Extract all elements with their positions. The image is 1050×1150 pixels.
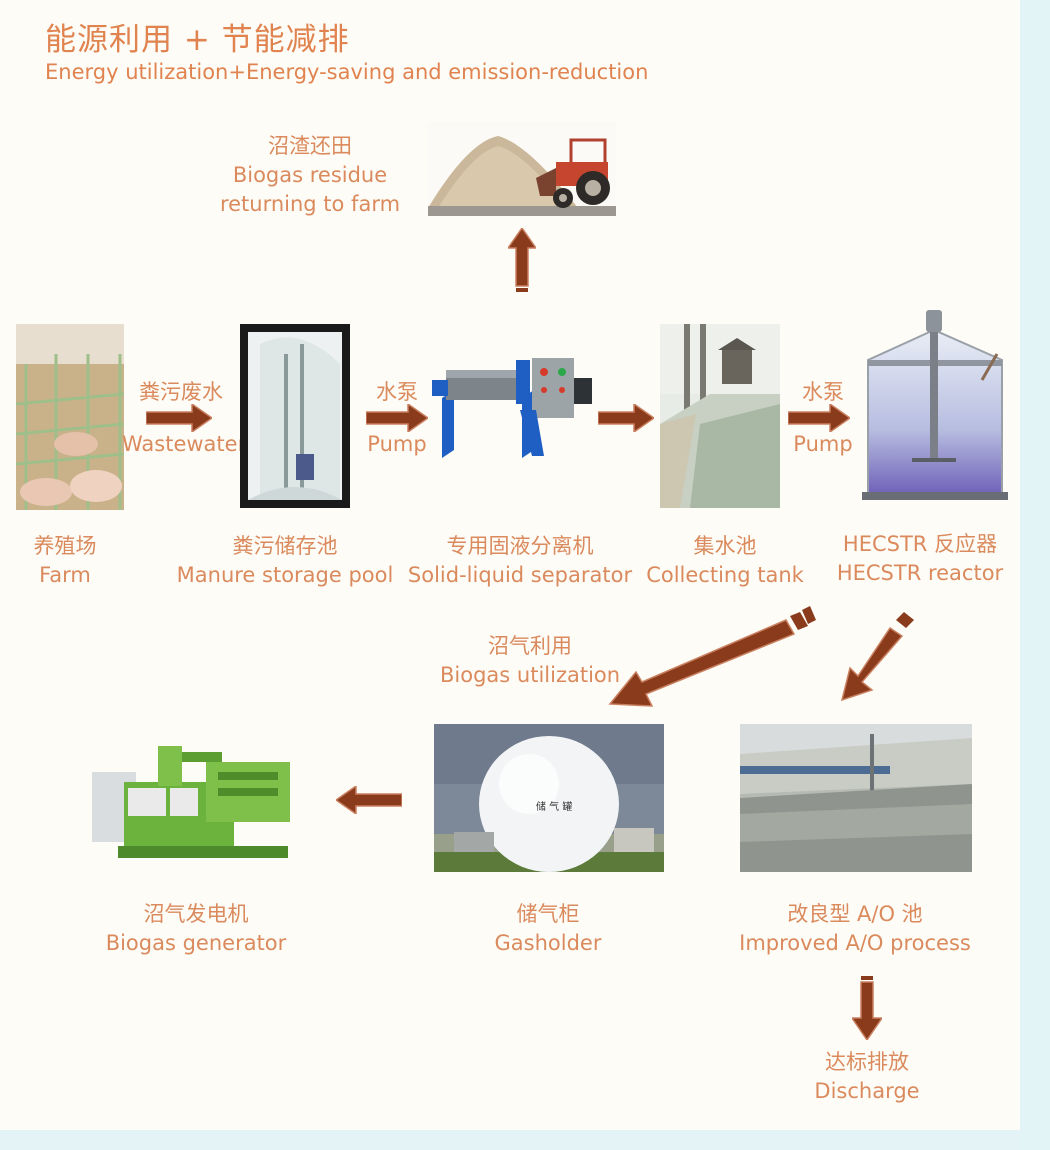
biogas-label-cn: 沼气利用: [488, 634, 572, 658]
collecting-tank-icon: [660, 324, 780, 508]
pig-farm-icon: [16, 324, 124, 510]
arrow-separator-to-tank: [598, 404, 654, 432]
separator-label: 专用固液分离机 Solid-liquid separator: [400, 532, 640, 590]
biogas-label-en: Biogas utilization: [440, 663, 621, 687]
arrow-storage-to-separator: [366, 404, 428, 432]
generator-icon: [88, 742, 302, 866]
residue-label: 沼渣还田 Biogas residue returning to farm: [210, 132, 410, 219]
pump1-label-en: Pump: [367, 432, 427, 456]
generator-label-en: Biogas generator: [105, 931, 287, 955]
biogas-label: 沼气利用 Biogas utilization: [440, 632, 620, 690]
separator-label-cn: 专用固液分离机: [446, 534, 594, 558]
separator-label-en: Solid-liquid separator: [407, 563, 633, 587]
farm-label: 养殖场 Farm: [0, 532, 130, 590]
tank-label-cn: 集水池: [693, 534, 757, 558]
tank-label: 集水池 Collecting tank: [640, 532, 810, 590]
residue-label-en1: Biogas residue: [232, 163, 388, 187]
ao-label-cn: 改良型 A/O 池: [787, 902, 923, 926]
separator-machine-icon: [432, 350, 598, 460]
pump2-label-cn: 水泵: [802, 380, 844, 404]
tractor-soil-icon: [428, 122, 616, 216]
farm-label-cn: 养殖场: [33, 534, 97, 558]
arrow-reactor-to-ao: [838, 606, 914, 702]
pump2-label-en: Pump: [793, 432, 853, 456]
storage-label-cn: 粪污储存池: [232, 534, 338, 558]
gasholder-plate: 储 气 罐: [536, 800, 572, 813]
gasholder-dome-icon: 储 气 罐: [434, 724, 664, 872]
ao-pool-icon: [740, 724, 972, 872]
wastewater-label-en: Wastewater: [122, 432, 247, 456]
residue-label-en2: returning to farm: [219, 192, 401, 216]
discharge-label: 达标排放 Discharge: [790, 1048, 944, 1106]
title-english: Energy utilization+Energy-saving and emi…: [45, 60, 649, 84]
arrow-farm-to-storage: [146, 404, 212, 432]
generator-label: 沼气发电机 Biogas generator: [96, 900, 296, 958]
reactor-tank-icon: [862, 310, 1008, 506]
arrow-gasholder-to-generator: [336, 786, 402, 814]
reactor-label: HECSTR 反应器 HECSTR reactor: [822, 530, 1018, 588]
arrow-tank-to-reactor: [788, 404, 850, 432]
tank-label-en: Collecting tank: [646, 563, 804, 587]
arrow-ao-to-discharge: [852, 976, 882, 1040]
discharge-label-en: Discharge: [814, 1079, 920, 1103]
storage-label-en: Manure storage pool: [176, 563, 394, 587]
reactor-label-en: HECSTR reactor: [836, 561, 1004, 585]
residue-label-cn: 沼渣还田: [268, 134, 352, 158]
arrow-reactor-to-gasholder: [606, 602, 816, 712]
farm-label-en: Farm: [39, 563, 91, 587]
ao-label: 改良型 A/O 池 Improved A/O process: [720, 900, 990, 958]
reactor-label-cn: HECSTR 反应器: [842, 532, 998, 556]
storage-label: 粪污储存池 Manure storage pool: [170, 532, 400, 590]
generator-label-cn: 沼气发电机: [143, 902, 249, 926]
pump1-label-cn: 水泵: [376, 380, 418, 404]
title-chinese: 能源利用 + 节能减排: [45, 22, 350, 58]
ao-label-en: Improved A/O process: [739, 931, 971, 955]
gasholder-label: 储气柜 Gasholder: [448, 900, 648, 958]
gasholder-label-en: Gasholder: [494, 931, 602, 955]
arrow-up-to-residue: [508, 228, 536, 292]
wastewater-label-cn: 粪污废水: [139, 380, 223, 404]
discharge-label-cn: 达标排放: [825, 1050, 909, 1074]
gasholder-label-cn: 储气柜: [516, 902, 580, 926]
storage-pool-icon: [240, 324, 350, 508]
right-border: [1020, 0, 1050, 1150]
